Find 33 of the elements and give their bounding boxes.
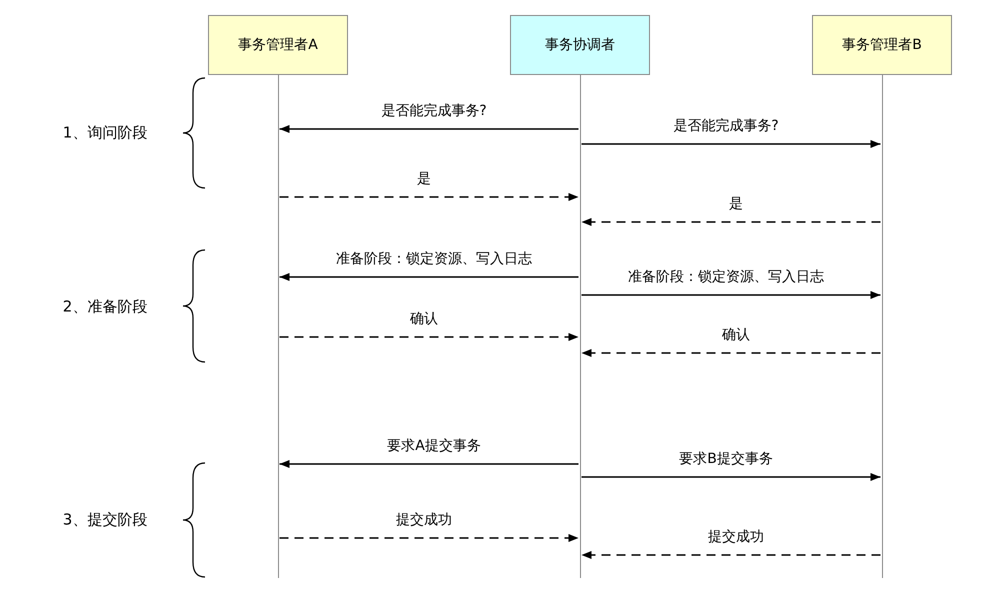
message-label: 是 bbox=[727, 195, 745, 213]
message-label: 是否能完成事务? bbox=[671, 117, 781, 135]
message-label: 确认 bbox=[408, 310, 440, 328]
arrow bbox=[280, 193, 578, 201]
phase-label: 3、提交阶段 bbox=[62, 510, 148, 530]
message-label: 准备阶段：锁定资源、写入日志 bbox=[626, 268, 826, 286]
message-label: 要求A提交事务 bbox=[385, 437, 483, 455]
arrow bbox=[582, 349, 880, 357]
arrow bbox=[582, 473, 880, 481]
message-label: 提交成功 bbox=[394, 511, 454, 529]
arrow bbox=[582, 551, 880, 559]
arrow bbox=[280, 125, 578, 133]
message-label: 确认 bbox=[720, 326, 752, 344]
message-label: 要求B提交事务 bbox=[677, 450, 775, 468]
message-label: 提交成功 bbox=[706, 528, 766, 546]
phase-label: 2、准备阶段 bbox=[62, 298, 148, 316]
arrow bbox=[280, 534, 578, 542]
message-label: 是 bbox=[415, 170, 433, 188]
arrow bbox=[582, 140, 880, 148]
arrow bbox=[280, 333, 578, 341]
arrow bbox=[582, 218, 880, 226]
message-label: 是否能完成事务? bbox=[379, 102, 489, 120]
lifeline bbox=[578, 75, 582, 578]
phase-label: 1、询问阶段 bbox=[62, 124, 148, 142]
arrow bbox=[280, 460, 578, 468]
arrow bbox=[280, 273, 578, 281]
participant-box: 事务管理者A bbox=[208, 15, 348, 75]
arrow bbox=[582, 291, 880, 299]
participant-box: 事务管理者B bbox=[812, 15, 952, 75]
lifeline bbox=[276, 75, 280, 578]
participant-box: 事务协调者 bbox=[510, 15, 650, 75]
lifeline bbox=[880, 75, 884, 578]
message-label: 准备阶段：锁定资源、写入日志 bbox=[334, 250, 534, 268]
